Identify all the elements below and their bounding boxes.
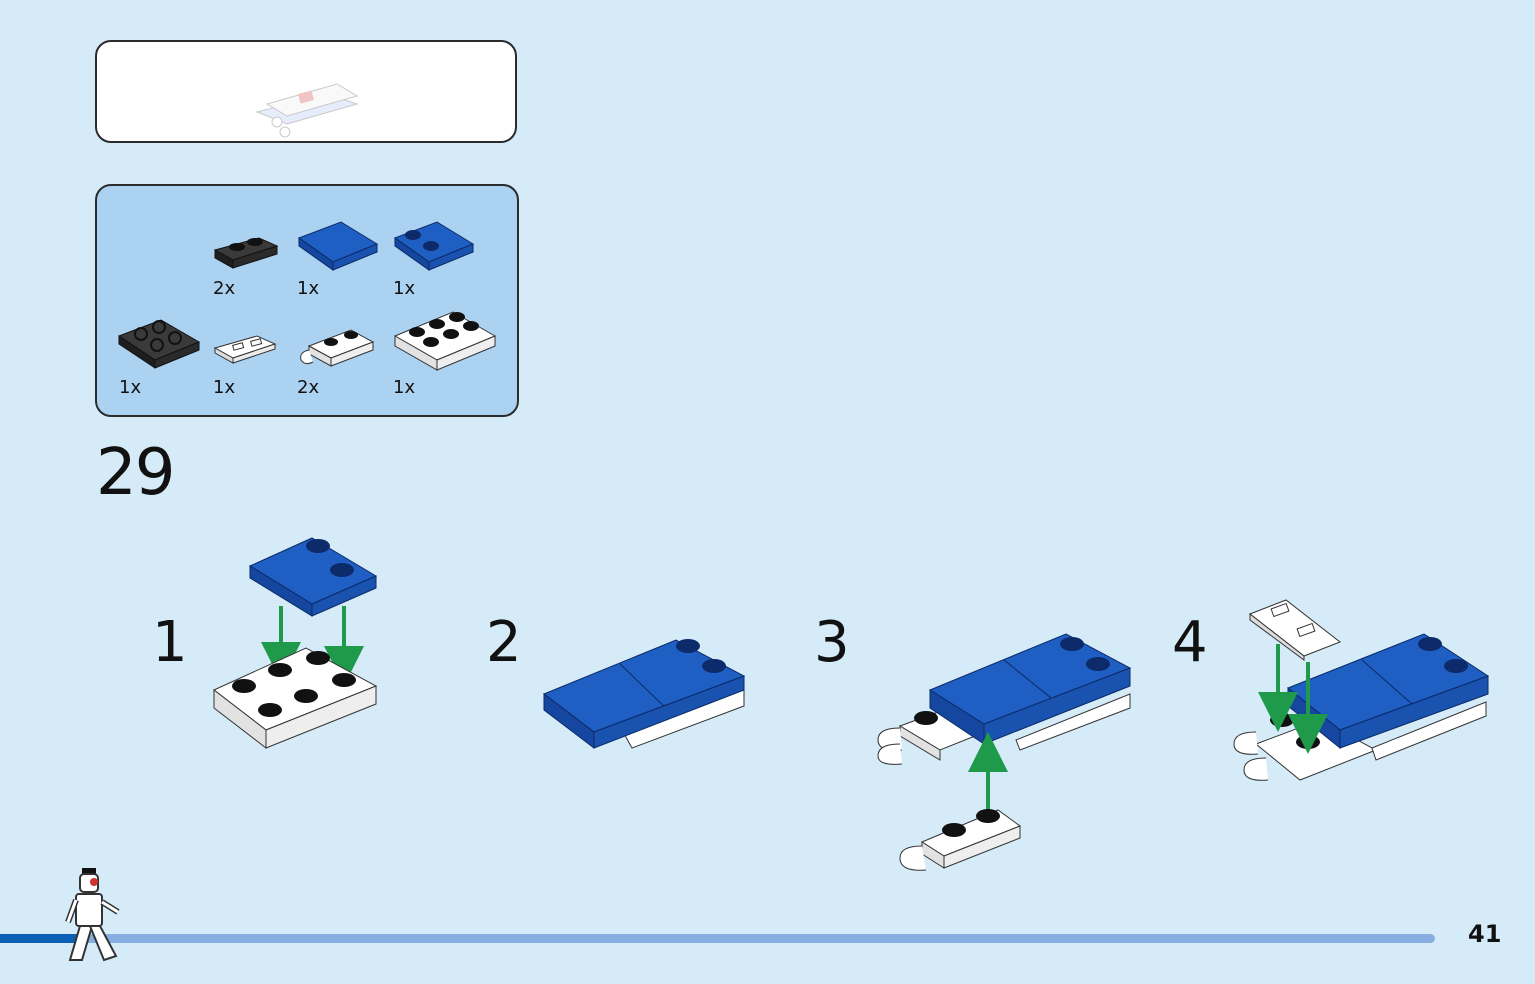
white-plate-clip-icon (300, 329, 375, 367)
white-plate-2x3-icon (393, 311, 497, 371)
white-tile-printed-icon (213, 335, 277, 364)
parts-list-panel: 2x 1x 1x 1x 1x 2x (95, 184, 519, 417)
substep-label-4: 4 (1172, 610, 1208, 675)
substep-2-illustration (543, 639, 746, 750)
subassembly-preview-icon (255, 83, 359, 138)
black-plate-2x2-round-studs-icon (117, 319, 201, 369)
part-qty-5: 1x (213, 377, 236, 398)
part-qty-7: 1x (393, 377, 416, 398)
step-number: 29 (96, 436, 175, 510)
progress-fill (0, 934, 86, 943)
part-qty-4: 1x (119, 377, 142, 398)
part-qty-1: 2x (213, 278, 236, 299)
part-qty-3: 1x (393, 278, 416, 299)
minifigure-walker-icon (65, 868, 120, 962)
substep-label-3: 3 (814, 610, 850, 675)
substep-3-illustration (877, 633, 1132, 871)
part-qty-6: 2x (297, 377, 320, 398)
substep-1-illustration (213, 537, 378, 750)
substep-label-2: 2 (486, 610, 522, 675)
black-plate-1x2-icon (213, 237, 279, 269)
progress-track (0, 934, 1435, 943)
page-number: 41 (1468, 920, 1502, 948)
blue-plate-2x2-two-studs-icon (393, 221, 475, 271)
part-qty-2: 1x (297, 278, 320, 299)
substep-4-illustration (1233, 599, 1490, 781)
subassembly-callout (95, 40, 517, 143)
substep-label-1: 1 (152, 610, 188, 675)
blue-tile-2x2-icon (297, 221, 379, 271)
